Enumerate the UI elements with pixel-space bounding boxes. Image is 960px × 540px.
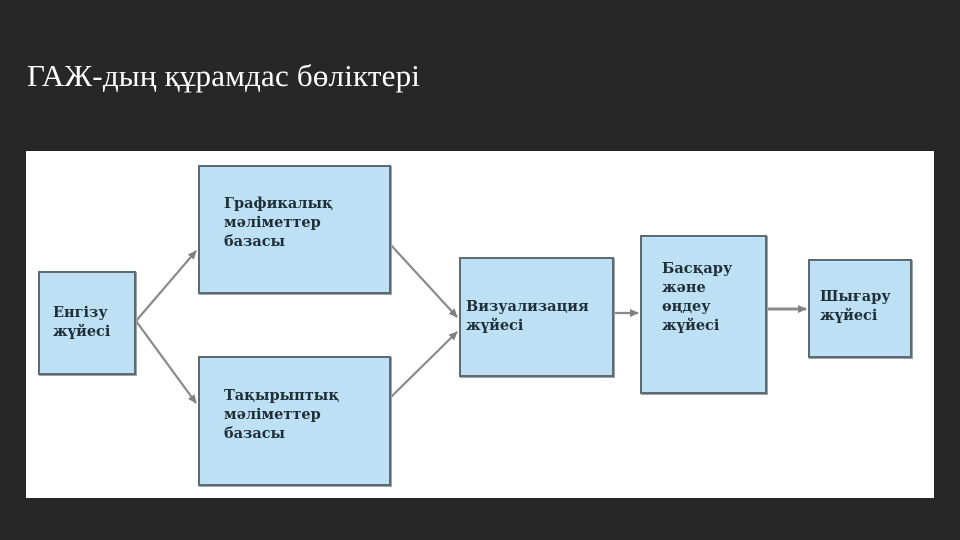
node-label: Енгізу жүйесі (53, 304, 111, 340)
slide-title: ГАЖ-дың құрамдас бөліктері (27, 58, 421, 93)
node-management-processing-system: Басқару және өңдеу жүйесі (640, 235, 767, 394)
gis-components-diagram: Енгізу жүйесі Графикалық мәліметтер база… (26, 151, 934, 498)
node-graphic-database: Графикалық мәліметтер базасы (198, 165, 391, 294)
node-output-system: Шығару жүйесі (808, 259, 912, 358)
arrow-input-to-thematic-db (135, 320, 197, 404)
node-visualization-system: Визуализация жүйесі (459, 257, 614, 377)
node-label: Тақырыптық мәліметтер базасы (224, 387, 340, 442)
arrow-input-to-graphic-db (135, 250, 197, 322)
node-thematic-database: Тақырыптық мәліметтер базасы (198, 356, 391, 486)
node-label: Шығару жүйесі (820, 288, 891, 324)
node-label: Визуализация жүйесі (466, 298, 589, 334)
diagram-arrows (135, 243, 807, 404)
arrow-graphic-db-to-visualization (389, 243, 458, 318)
node-label: Басқару және өңдеу жүйесі (662, 260, 733, 334)
node-label: Графикалық мәліметтер базасы (224, 195, 333, 250)
arrow-thematic-db-to-visualization (389, 331, 458, 399)
node-input-system: Енгізу жүйесі (38, 271, 136, 375)
